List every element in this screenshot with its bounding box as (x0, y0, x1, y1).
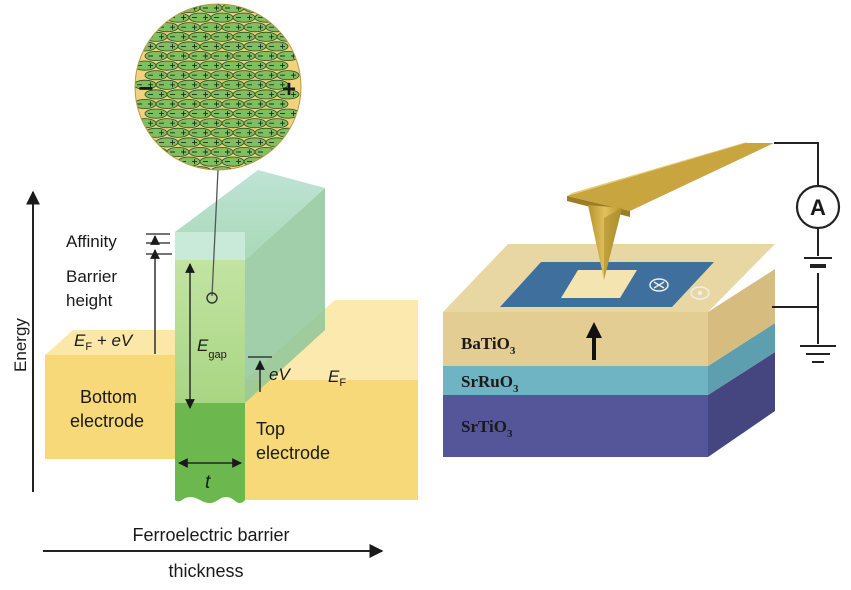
dipole-cell (135, 22, 157, 33)
polarization-arrow (586, 322, 602, 360)
energy-axis-label: Energy (11, 318, 30, 372)
dipole-cell (144, 166, 168, 170)
top-electrode-label-2: electrode (256, 443, 330, 463)
battery-symbol (804, 257, 832, 268)
dipole-cell (166, 166, 190, 170)
affinity-label: Affinity (66, 232, 117, 251)
bottom-electrode-label-1: Bottom (80, 387, 137, 407)
dipole-cell (276, 12, 300, 23)
dipole-cell (135, 156, 157, 167)
afm-tip (588, 205, 622, 280)
dipole-magnifier: − + (134, 3, 302, 171)
dipole-cell (243, 4, 267, 13)
barrier-height-label-2: height (66, 291, 113, 310)
ground-symbol (800, 345, 836, 363)
dipole-cell (155, 4, 179, 13)
fermi-level-label: EF (328, 367, 346, 389)
bottom-electrode (45, 330, 205, 459)
polarization-out-symbol (690, 286, 710, 300)
dipole-cell (135, 4, 157, 13)
device-schematic: BaTiO3 SrRuO3 SrTiO3 (443, 141, 841, 457)
dipole-minus-sign: − (138, 73, 153, 103)
band-gap-label: Egap (197, 336, 227, 361)
srruo3-label: SrRuO3 (461, 372, 519, 395)
barrier-height-label-1: Barrier (66, 267, 117, 286)
srtio3-layer (443, 352, 775, 457)
ev-label: eV (269, 365, 291, 384)
polarization-in-symbol (649, 278, 669, 292)
dipole-cell (276, 166, 300, 170)
dipole-cell (144, 12, 168, 23)
thickness-axis-label-2: thickness (168, 561, 243, 581)
fermi-plus-ev-label: EF + eV (74, 331, 134, 353)
circuit-wires (772, 142, 819, 344)
batio3-label: BaTiO3 (461, 334, 516, 357)
dipole-cell (276, 146, 300, 157)
thickness-axis-label-1: Ferroelectric barrier (132, 525, 289, 545)
dipole-cell (265, 4, 289, 13)
dipole-cell (265, 156, 289, 167)
ammeter-symbol: A (810, 195, 826, 220)
barrier-point (206, 292, 218, 304)
magnifier-connector (211, 169, 219, 297)
probe-contact-square (561, 270, 637, 298)
bottom-electrode-label-2: electrode (70, 411, 144, 431)
top-electrode-label-1: Top (256, 419, 285, 439)
ferroelectric-barrier (175, 170, 325, 503)
dipole-cell (135, 137, 157, 148)
dipole-cell (210, 166, 234, 170)
energy-band-diagram: Energy Ferroelectric barrier thickness (11, 3, 418, 581)
thickness-symbol: t (205, 472, 211, 493)
srruo3-layer (443, 323, 775, 395)
dipole-plus-sign: + (282, 76, 296, 103)
srtio3-label: SrTiO3 (461, 417, 513, 440)
afm-cantilever (567, 141, 774, 217)
dipole-cell (144, 146, 168, 157)
ammeter: A (795, 184, 841, 230)
